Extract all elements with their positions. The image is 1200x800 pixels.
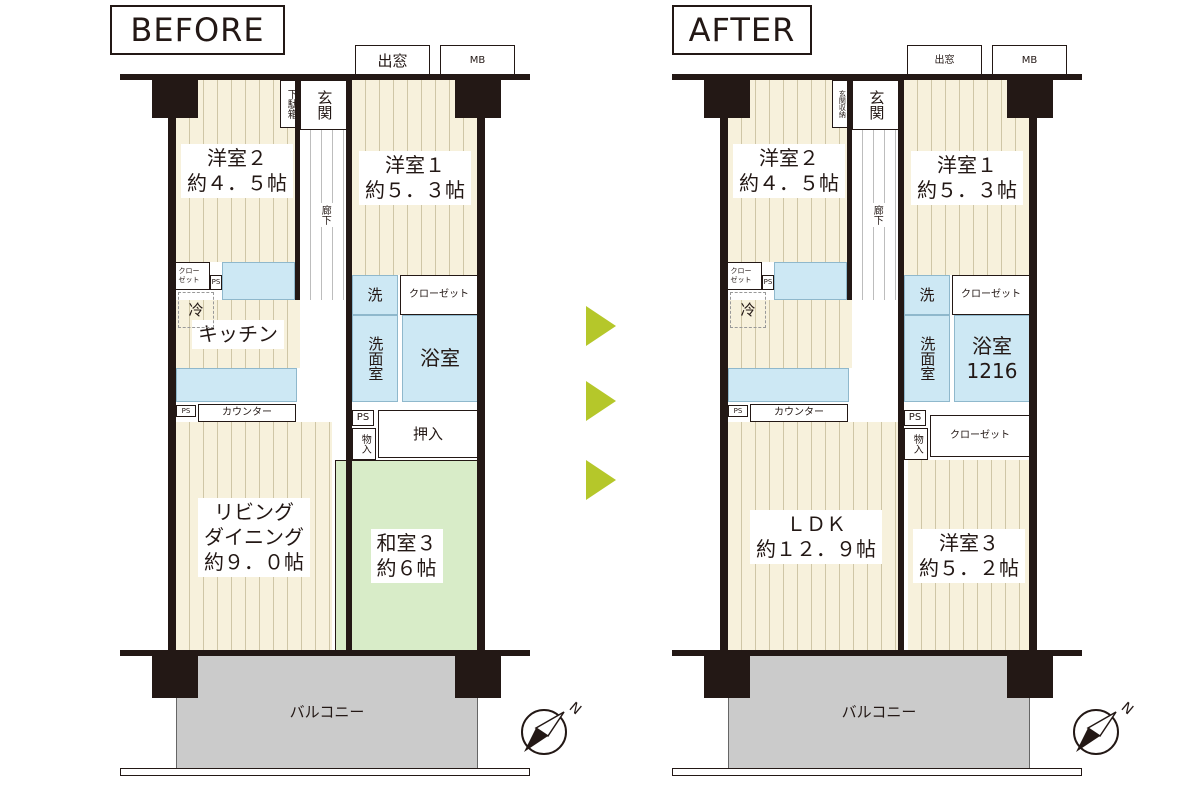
toilet [774, 262, 847, 300]
column [704, 654, 750, 698]
pipe-space: PS [728, 405, 748, 417]
pipe-space: PS [904, 410, 926, 426]
refrigerator: 冷 [178, 292, 214, 328]
storage: 物入 [904, 428, 928, 460]
laundry: 洗 [904, 275, 950, 315]
wall [168, 80, 176, 650]
refrigerator: 冷 [730, 292, 766, 328]
pipe-space: PS [210, 275, 222, 290]
counter: カウンター [198, 404, 296, 422]
counter: カウンター [750, 404, 848, 422]
room-japanese-3: 和室３ 約６帖 [335, 460, 478, 652]
column [152, 74, 198, 118]
kitchen-counter [728, 368, 849, 402]
washroom: 洗面室 [904, 315, 950, 402]
bay-window: 出窓 [355, 45, 430, 78]
room-japanese-3-label: 和室３ 約６帖 [370, 529, 443, 583]
kitchen-area-label: キッチン [192, 319, 284, 349]
room-western-3-label: 洋室３ 約５．２帖 [913, 529, 1025, 583]
room-western-1-label: 洋室１ 約５．３帖 [911, 150, 1023, 205]
wall [847, 80, 852, 300]
before-title: BEFORE [110, 5, 285, 55]
wall [1029, 80, 1037, 650]
svg-text:N: N [1118, 699, 1136, 718]
wall [120, 650, 530, 656]
closet-2: クローゼット [930, 415, 1030, 457]
room-ldk-label: ＬＤＫ 約１２．９帖 [750, 510, 882, 564]
kitchen-area [728, 300, 852, 368]
entrance: 玄関 [300, 80, 348, 130]
column [455, 654, 501, 698]
column [455, 74, 501, 118]
corridor-label: 廊下 [863, 203, 889, 227]
wall [672, 650, 1082, 656]
wall [120, 74, 530, 80]
north-compass-icon: N [1064, 690, 1144, 765]
column [1007, 654, 1053, 698]
wall [672, 74, 1082, 80]
meter-box: MB [992, 45, 1067, 78]
wall [898, 80, 904, 650]
closet-oshiire: 押入 [378, 410, 478, 458]
meter-box: MB [440, 45, 515, 78]
bathroom: 浴室 1216 [954, 315, 1030, 402]
wall [295, 80, 300, 300]
column [152, 654, 198, 698]
kitchen-counter [176, 368, 297, 402]
balcony: バルコニー [176, 655, 478, 770]
column [1007, 74, 1053, 118]
storage: 物入 [352, 428, 376, 460]
room-living-dining: リビング ダイニング 約９．０帖 [176, 422, 332, 652]
arrow-right-icon [586, 306, 616, 346]
corridor: 廊下 [852, 130, 900, 300]
balcony-rail [120, 768, 530, 776]
room-living-dining-label: リビング ダイニング 約９．０帖 [198, 497, 310, 577]
toilet [222, 262, 295, 300]
kitchen-area: キッチン [176, 300, 300, 368]
balcony-rail [672, 768, 1082, 776]
room-western-1-label: 洋室１ 約５．３帖 [359, 150, 471, 205]
bathroom: 浴室 [402, 315, 478, 402]
wall [346, 80, 352, 650]
corridor: 廊下 [300, 130, 348, 300]
pipe-space: PS [176, 405, 196, 417]
laundry: 洗 [352, 275, 398, 315]
wall [720, 80, 728, 650]
north-compass-icon: N [512, 690, 592, 765]
arrow-right-icon [586, 460, 616, 500]
column [704, 74, 750, 118]
washroom: 洗面室 [352, 315, 398, 402]
after-title: AFTER [672, 5, 812, 55]
room-western-2-label: 洋室２ 約４．５帖 [181, 144, 293, 198]
arrow-right-icon [586, 381, 616, 421]
room-ldk: ＬＤＫ 約１２．９帖 [728, 422, 904, 652]
pipe-space: PS [352, 410, 374, 426]
balcony: バルコニー [728, 655, 1030, 770]
room-western-3: 洋室３ 約５．２帖 [908, 460, 1030, 652]
room-western-2-label: 洋室２ 約４．５帖 [733, 144, 845, 198]
pipe-space: PS [762, 275, 774, 290]
entrance: 玄関 [852, 80, 900, 130]
corridor-label: 廊下 [311, 203, 337, 227]
closet-1: クローゼット [952, 275, 1030, 315]
wall [477, 80, 485, 650]
closet-1: クローゼット [400, 275, 478, 315]
